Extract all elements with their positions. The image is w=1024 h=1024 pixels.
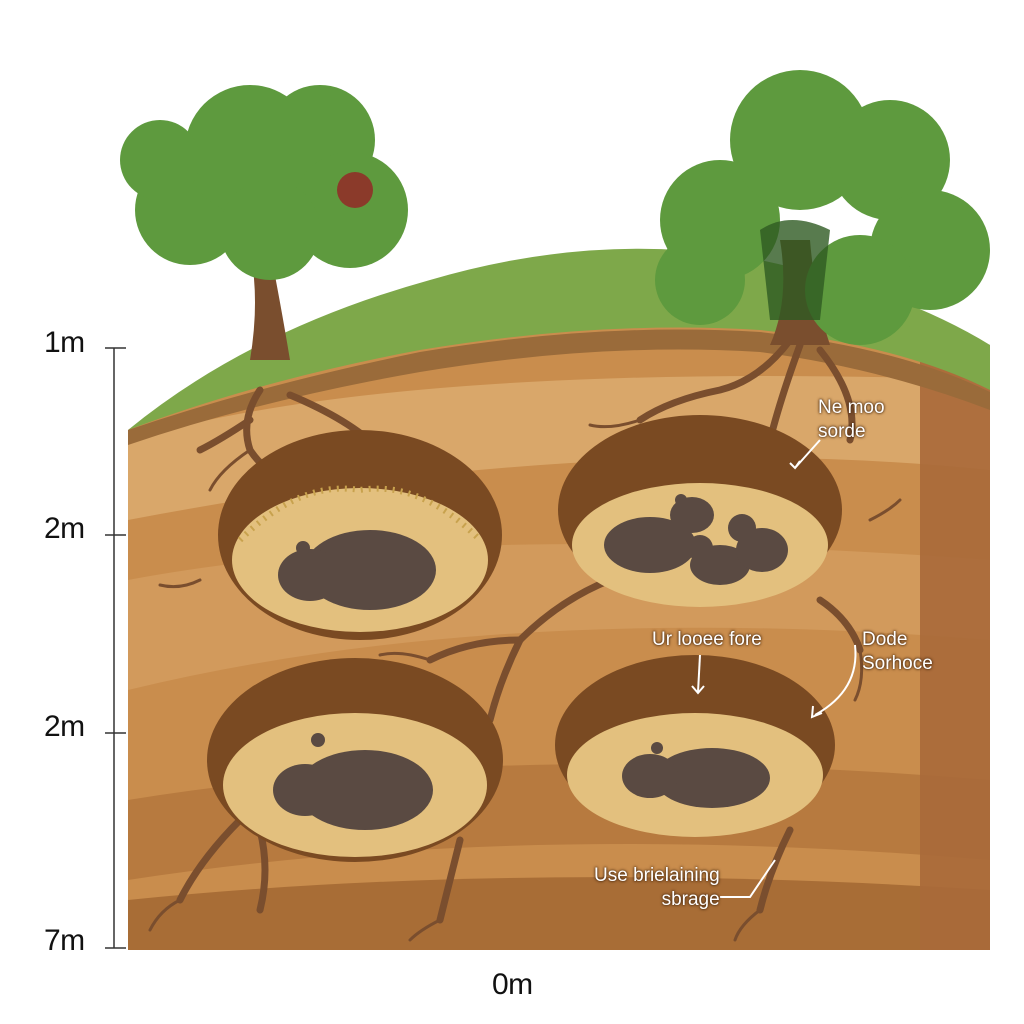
right-tree <box>655 70 990 345</box>
annotation-line: Ne moo <box>818 397 885 418</box>
annotation-top-right: Ne moo sorde <box>818 396 885 444</box>
sleeping-animal <box>273 733 433 830</box>
soil-side-face <box>920 340 990 950</box>
depth-label-1: 1m <box>44 326 85 359</box>
grass-shadow <box>128 329 990 445</box>
burrow-top-left <box>218 430 502 640</box>
depth-bottom-label: 0m <box>492 968 533 1001</box>
sleeping-animal <box>622 742 770 808</box>
adult-animal <box>604 494 714 573</box>
young-animal-1 <box>687 535 750 585</box>
depth-axis <box>105 347 126 949</box>
annotation-line: Sorhoce <box>862 653 933 674</box>
burrow-bottom-right <box>555 655 835 837</box>
annotation-line: sorde <box>818 421 866 442</box>
soil-layer-bottom <box>128 877 990 950</box>
depth-label-3: 2m <box>44 710 85 743</box>
annotation-arrows <box>691 439 857 898</box>
annotation-line: sbrage <box>661 889 720 910</box>
annotation-bottom: Use brielaining sbrage <box>594 864 720 912</box>
annotation-right: Dode Sorhoce <box>862 628 933 676</box>
left-tree <box>120 85 408 360</box>
depth-label-4: 7m <box>44 924 85 957</box>
annotation-line: Ur looee fore <box>652 629 762 650</box>
burrow-bottom-left <box>207 658 503 862</box>
pine-cone <box>337 172 373 208</box>
annotation-line: Use brielaining <box>594 865 720 886</box>
depth-label-2: 2m <box>44 512 85 545</box>
sleeping-animal <box>278 530 436 610</box>
burrow-top-right <box>558 415 842 607</box>
annotation-center: Ur looee fore <box>652 628 762 652</box>
young-animal-2 <box>728 514 788 572</box>
annotation-line: Dode <box>862 629 908 650</box>
